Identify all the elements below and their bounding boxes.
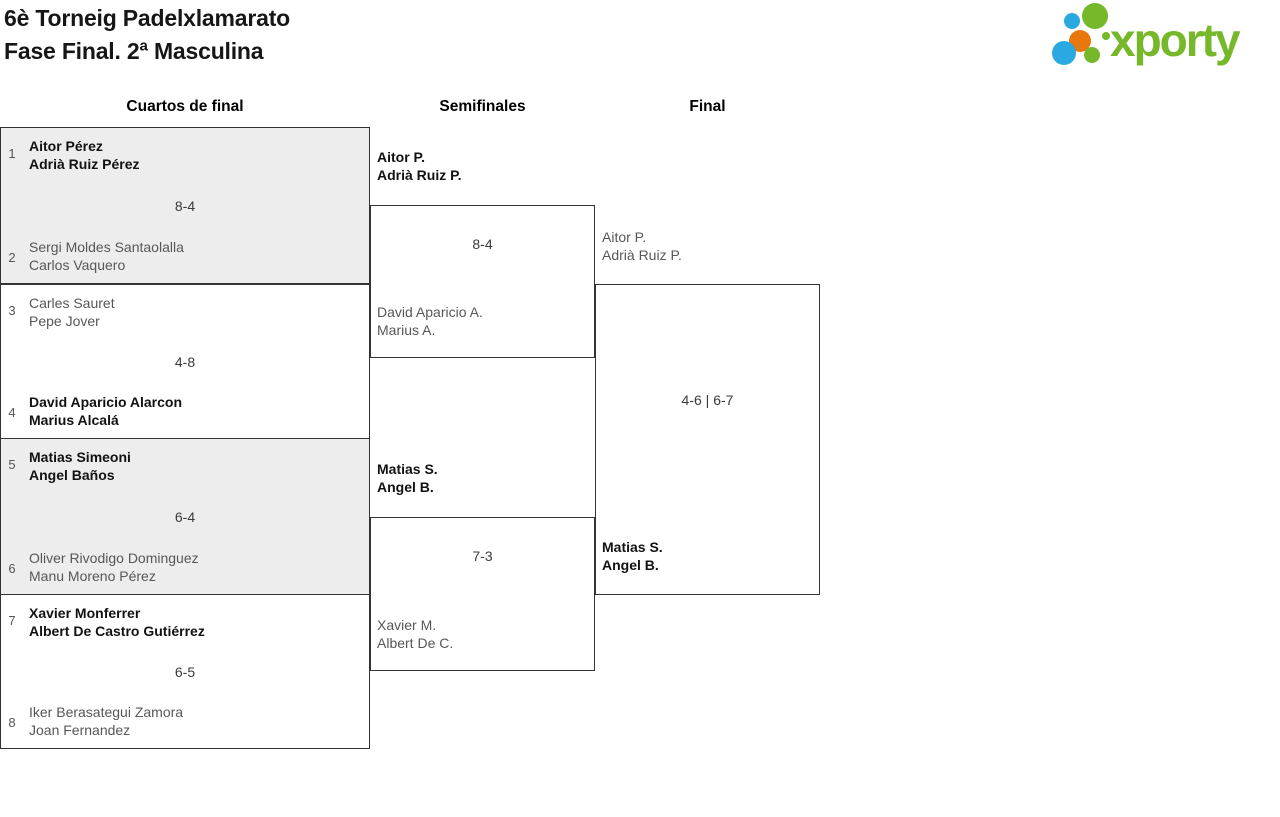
- logo-wordmark: xporty: [1110, 14, 1241, 66]
- team-name-line: Oliver Rivodigo Dominguez: [29, 550, 199, 566]
- logo-dot-green-big: [1082, 3, 1108, 29]
- qf4-team-bottom: Iker Berasategui Zamora Joan Fernandez: [29, 703, 183, 739]
- final-match-box: [595, 284, 820, 595]
- team-name-line: Matias S.: [602, 539, 663, 555]
- qf1-team-top: Aitor Pérez Adrià Ruiz Pérez: [29, 137, 139, 173]
- qf1-team-bottom: Sergi Moldes Santaolalla Carlos Vaquero: [29, 238, 184, 274]
- qf-match-3: 5 Matias Simeoni Angel Baños 6-4 6 Olive…: [0, 438, 370, 595]
- sf2-team-bottom: Xavier M. Albert De C.: [377, 616, 453, 652]
- seed-number: 2: [8, 250, 16, 265]
- qf-match-2: 3 Carles Sauret Pepe Jover 4-8 4 David A…: [0, 284, 370, 439]
- team-name-line: Xavier M.: [377, 617, 437, 633]
- team-name-line: David Aparicio A.: [377, 304, 483, 320]
- sf1-team-top: Aitor P. Adrià Ruiz P.: [377, 148, 462, 184]
- page-title-line1: 6è Torneig Padelxlamarato: [4, 5, 291, 31]
- team-name-line: Aitor Pérez: [29, 138, 103, 154]
- logo-dot-blue-top: [1064, 13, 1080, 29]
- team-name-line: Angel B.: [602, 557, 659, 573]
- sf1-match-box: [370, 205, 595, 358]
- team-name-line: Carles Sauret: [29, 295, 115, 311]
- seed-number: 3: [8, 303, 16, 318]
- team-name-line: Joan Fernandez: [29, 722, 131, 738]
- team-name-line: Sergi Moldes Santaolalla: [29, 239, 184, 255]
- team-name-line: Adrià Ruiz P.: [377, 167, 462, 183]
- team-name-line: Aitor P.: [602, 229, 647, 245]
- team-name-line: Albert De C.: [377, 635, 454, 651]
- team-name-line: Matias S.: [377, 461, 438, 477]
- qf1-score: 8-4: [174, 197, 196, 214]
- team-name-line: David Aparicio Alarcon: [29, 394, 183, 410]
- team-name-line: Pepe Jover: [29, 313, 100, 329]
- team-name-line: Matias Simeoni: [29, 449, 131, 465]
- team-name-line: Marius Alcalá: [29, 412, 119, 428]
- team-name-line: Xavier Monferrer: [29, 605, 141, 621]
- qf4-score: 6-5: [174, 663, 196, 680]
- team-name-line: Albert De Castro Gutiérrez: [29, 623, 205, 639]
- team-name-line: Adrià Ruiz Pérez: [29, 156, 140, 172]
- sf1-score: 8-4: [472, 236, 493, 252]
- qf3-score: 6-4: [174, 508, 196, 525]
- seed-number: 4: [8, 405, 16, 420]
- qf-match-1: 1 Aitor Pérez Adrià Ruiz Pérez 8-4 2 Ser…: [0, 127, 370, 284]
- team-name-line: Manu Moreno Pérez: [29, 568, 156, 584]
- logo-dot-blue-bottom: [1052, 41, 1076, 65]
- page-title: 6è Torneig Padelxlamarato Fase Final. 2ª…: [4, 2, 290, 68]
- logo-dot-orange: [1069, 30, 1091, 52]
- seed-number: 7: [8, 613, 16, 628]
- qf3-team-bottom: Oliver Rivodigo Dominguez Manu Moreno Pé…: [29, 549, 199, 585]
- team-name-line: Angel B.: [377, 479, 434, 495]
- sf1-team-bottom: David Aparicio A. Marius A.: [377, 303, 483, 339]
- final-score: 4-6 | 6-7: [681, 392, 734, 408]
- seed-number: 5: [8, 457, 16, 472]
- seed-number: 1: [8, 146, 16, 161]
- sf2-team-top: Matias S. Angel B.: [377, 460, 438, 496]
- final-team-top: Aitor P. Adrià Ruiz P.: [602, 228, 682, 264]
- sf2-match-box: [370, 517, 595, 671]
- team-name-line: Adrià Ruiz P.: [602, 247, 682, 263]
- team-name-line: Carlos Vaquero: [29, 257, 126, 273]
- sf2-score: 7-3: [472, 548, 493, 564]
- seed-number: 6: [8, 561, 16, 576]
- logo-dot-green-tiny: [1102, 32, 1110, 40]
- qf3-team-top: Matias Simeoni Angel Baños: [29, 448, 131, 484]
- seed-number: 8: [8, 715, 16, 730]
- qf-match-4: 7 Xavier Monferrer Albert De Castro Guti…: [0, 594, 370, 749]
- qf2-score: 4-8: [174, 353, 196, 370]
- team-name-line: Angel Baños: [29, 467, 115, 483]
- page-title-line2: Fase Final. 2ª Masculina: [4, 38, 264, 64]
- round-header-final: Final: [689, 98, 726, 115]
- qf2-team-top: Carles Sauret Pepe Jover: [29, 294, 115, 330]
- qf4-team-top: Xavier Monferrer Albert De Castro Gutiér…: [29, 604, 205, 640]
- team-name-line: Iker Berasategui Zamora: [29, 704, 184, 720]
- round-header-semifinals: Semifinales: [439, 98, 526, 115]
- team-name-line: Aitor P.: [377, 149, 425, 165]
- logo-dot-green-small: [1084, 47, 1100, 63]
- qf2-team-bottom: David Aparicio Alarcon Marius Alcalá: [29, 393, 182, 429]
- xporty-logo[interactable]: xporty: [1040, 0, 1280, 72]
- final-team-bottom: Matias S. Angel B.: [602, 538, 663, 574]
- round-header-quarterfinals: Cuartos de final: [126, 98, 244, 115]
- team-name-line: Marius A.: [377, 322, 436, 338]
